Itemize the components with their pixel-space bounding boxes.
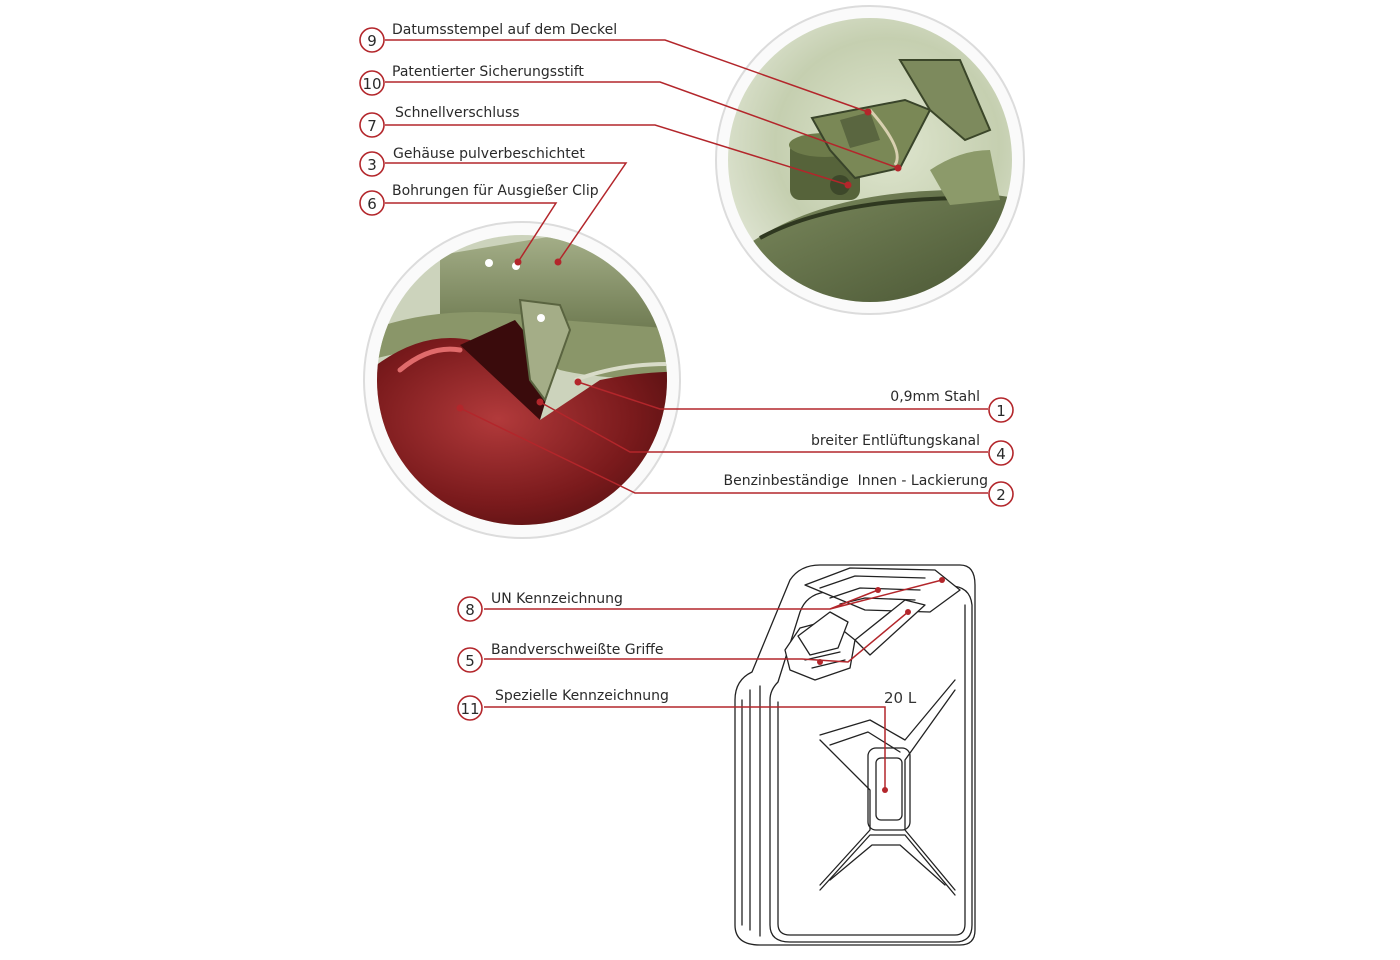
target-dots bbox=[456, 108, 945, 793]
callout-number: 11 bbox=[460, 700, 479, 718]
callout-label: UN Kennzeichnung bbox=[491, 591, 623, 607]
callout-badge bbox=[359, 70, 385, 96]
callout-number: 9 bbox=[367, 32, 377, 50]
callout-label: Patentierter Sicherungsstift bbox=[392, 64, 584, 80]
callout-9: 9 Datumsstempel auf dem Deckel bbox=[359, 22, 617, 53]
callout-label: Benzinbeständige Innen - Lackierung bbox=[723, 473, 988, 489]
callout-badge bbox=[988, 397, 1014, 423]
callout-5: 5 Bandverschweißte Griffe bbox=[457, 642, 664, 673]
callout-7: 7 Schnellverschluss bbox=[359, 105, 520, 138]
volume-marking: 20 L bbox=[884, 689, 917, 707]
callout-badge bbox=[988, 440, 1014, 466]
callout-badge bbox=[359, 190, 385, 216]
callout-label: Bandverschweißte Griffe bbox=[491, 642, 664, 658]
callout-badge bbox=[359, 151, 385, 177]
callout-badge bbox=[988, 481, 1014, 507]
callout-badge bbox=[359, 112, 385, 138]
callout-1: 1 0,9mm Stahl bbox=[890, 389, 1014, 423]
leader-lines bbox=[385, 39, 988, 790]
callout-label: Bohrungen für Ausgießer Clip bbox=[392, 183, 599, 199]
closure-detail-photo bbox=[715, 5, 1025, 315]
callout-badge bbox=[359, 27, 385, 53]
callout-badge bbox=[457, 647, 483, 673]
callout-number: 3 bbox=[367, 156, 377, 174]
callout-number: 6 bbox=[367, 195, 377, 213]
callout-label: Gehäuse pulverbeschichtet bbox=[393, 146, 585, 162]
callout-number: 7 bbox=[367, 117, 377, 135]
callout-10: 10 Patentierter Sicherungsstift bbox=[359, 64, 584, 96]
callout-label: Spezielle Kennzeichnung bbox=[495, 688, 669, 704]
callout-2: 2 Benzinbeständige Innen - Lackierung bbox=[723, 473, 1014, 507]
callout-number: 10 bbox=[362, 75, 381, 93]
callout-label: Schnellverschluss bbox=[395, 105, 520, 121]
callout-number: 5 bbox=[465, 652, 475, 670]
callout-4: 4 breiter Entlüftungskanal bbox=[811, 433, 1014, 466]
callout-label: Datumsstempel auf dem Deckel bbox=[392, 22, 617, 38]
callout-label: 0,9mm Stahl bbox=[890, 389, 980, 405]
callout-badge bbox=[457, 596, 483, 622]
callout-number: 8 bbox=[465, 601, 475, 619]
canister-drawing: 20 L bbox=[734, 564, 976, 946]
callout-label: breiter Entlüftungskanal bbox=[811, 433, 980, 449]
callout-badge bbox=[457, 695, 483, 721]
callout-number: 2 bbox=[996, 486, 1006, 504]
callout-number: 4 bbox=[996, 445, 1006, 463]
callout-11: 11 Spezielle Kennzeichnung bbox=[457, 688, 669, 721]
callout-number: 1 bbox=[996, 402, 1006, 420]
callout-6: 6 Bohrungen für Ausgießer Clip bbox=[359, 183, 599, 216]
callout-8: 8 UN Kennzeichnung bbox=[457, 591, 623, 622]
callout-3: 3 Gehäuse pulverbeschichtet bbox=[359, 146, 585, 177]
interior-section-photo bbox=[363, 221, 681, 539]
